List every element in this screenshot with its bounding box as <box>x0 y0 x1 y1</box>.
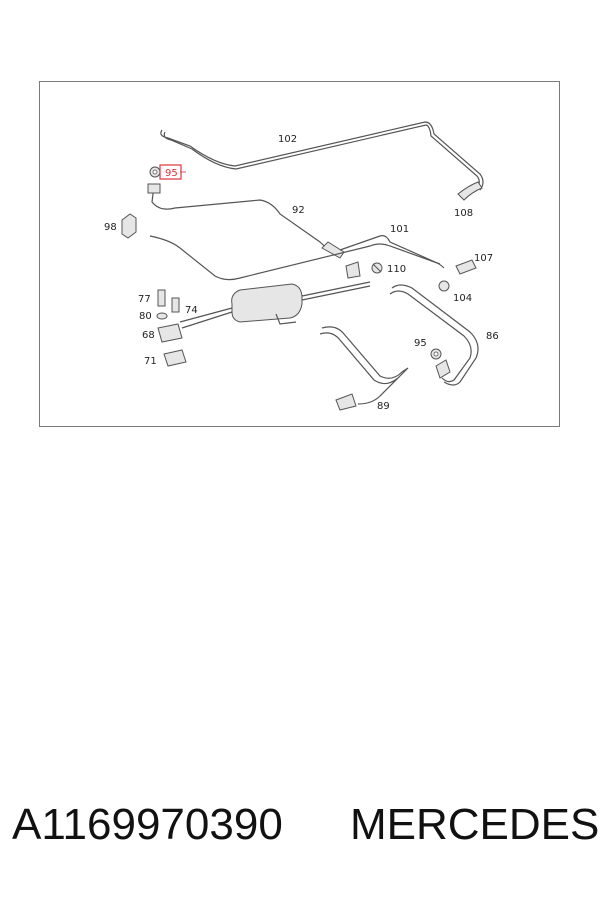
hose-89 <box>321 326 409 405</box>
canister-pipe-right <box>301 281 371 297</box>
fitting-107 <box>455 259 477 275</box>
pipe-101-branch <box>339 235 445 269</box>
label-89: 89 <box>377 401 390 412</box>
pipe-102 <box>160 121 484 191</box>
pipe-101 <box>149 235 441 281</box>
fitting-92 <box>147 183 161 194</box>
hose-86-end <box>435 359 451 379</box>
hose-108 <box>457 181 483 201</box>
label-80: 80 <box>139 311 152 322</box>
plate-71 <box>163 349 187 367</box>
bracket-68 <box>157 323 183 343</box>
hose-89-inner <box>319 332 399 385</box>
label-110: 110 <box>387 264 406 275</box>
label-86: 86 <box>486 331 499 342</box>
pipe-102-inner <box>163 124 480 191</box>
pipe-92 <box>151 185 341 257</box>
bolt-74 <box>171 297 180 313</box>
label-107: 107 <box>474 253 493 264</box>
label-95: 95 <box>414 338 427 349</box>
label-102: 102 <box>278 134 297 145</box>
label-77: 77 <box>138 294 151 305</box>
clip-104 <box>438 280 450 292</box>
label-104: 104 <box>453 293 472 304</box>
clamp-95-upper <box>149 166 161 178</box>
part-number: A1169970390 <box>12 800 283 849</box>
product-caption: A1169970390 MERCEDES <box>12 800 599 864</box>
clamp-95-lower <box>430 348 442 360</box>
brand-name: MERCEDES <box>350 800 600 849</box>
label-92: 92 <box>292 205 305 216</box>
hose-89-end <box>335 393 357 411</box>
label-74: 74 <box>185 305 198 316</box>
canister-pipe-left-2 <box>181 311 233 329</box>
canister-pipe-left <box>179 307 233 323</box>
canister <box>231 283 303 323</box>
canister-pipe-right-2 <box>301 285 371 301</box>
parts-diagram: 102 95 108 92 98 101 107 110 104 77 74 8… <box>39 81 560 427</box>
hose-86-inner <box>389 290 472 383</box>
label-68: 68 <box>142 330 155 341</box>
screw-110 <box>371 262 383 274</box>
label-108: 108 <box>454 208 473 219</box>
exploded-view-drawing: 102 95 108 92 98 101 107 110 104 77 74 8… <box>104 121 499 412</box>
bolt-77 <box>157 289 166 307</box>
washer-80 <box>156 312 168 320</box>
fitting-center <box>345 261 361 279</box>
canister-bracket <box>275 313 297 325</box>
bracket-98 <box>121 213 137 239</box>
hose-86 <box>391 284 479 386</box>
label-98: 98 <box>104 222 117 233</box>
label-71: 71 <box>144 356 157 367</box>
label-101: 101 <box>390 224 409 235</box>
label-95-highlighted: 95 <box>165 168 178 179</box>
